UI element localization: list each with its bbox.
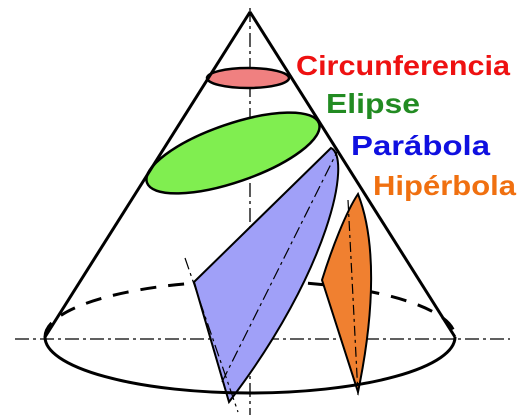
cone-left-side: [43, 11, 252, 338]
circle-section: [205, 66, 291, 90]
hyperbola-plane-axis: [347, 199, 359, 396]
label-circunferencia: Circunferencia: [296, 50, 510, 81]
hyperbola-section: [320, 191, 373, 396]
parabola-plane-diagonal: [221, 149, 339, 383]
label-parabola: Parábola: [351, 130, 490, 161]
label-elipse: Elipse: [326, 88, 420, 119]
label-hiperbola: Hipérbola: [373, 170, 516, 201]
parabola-plane-axis: [184, 257, 239, 413]
cone-right-side: [248, 11, 457, 338]
cone-base-back-dashed: [43, 279, 457, 338]
cone-base-front: [43, 336, 457, 395]
